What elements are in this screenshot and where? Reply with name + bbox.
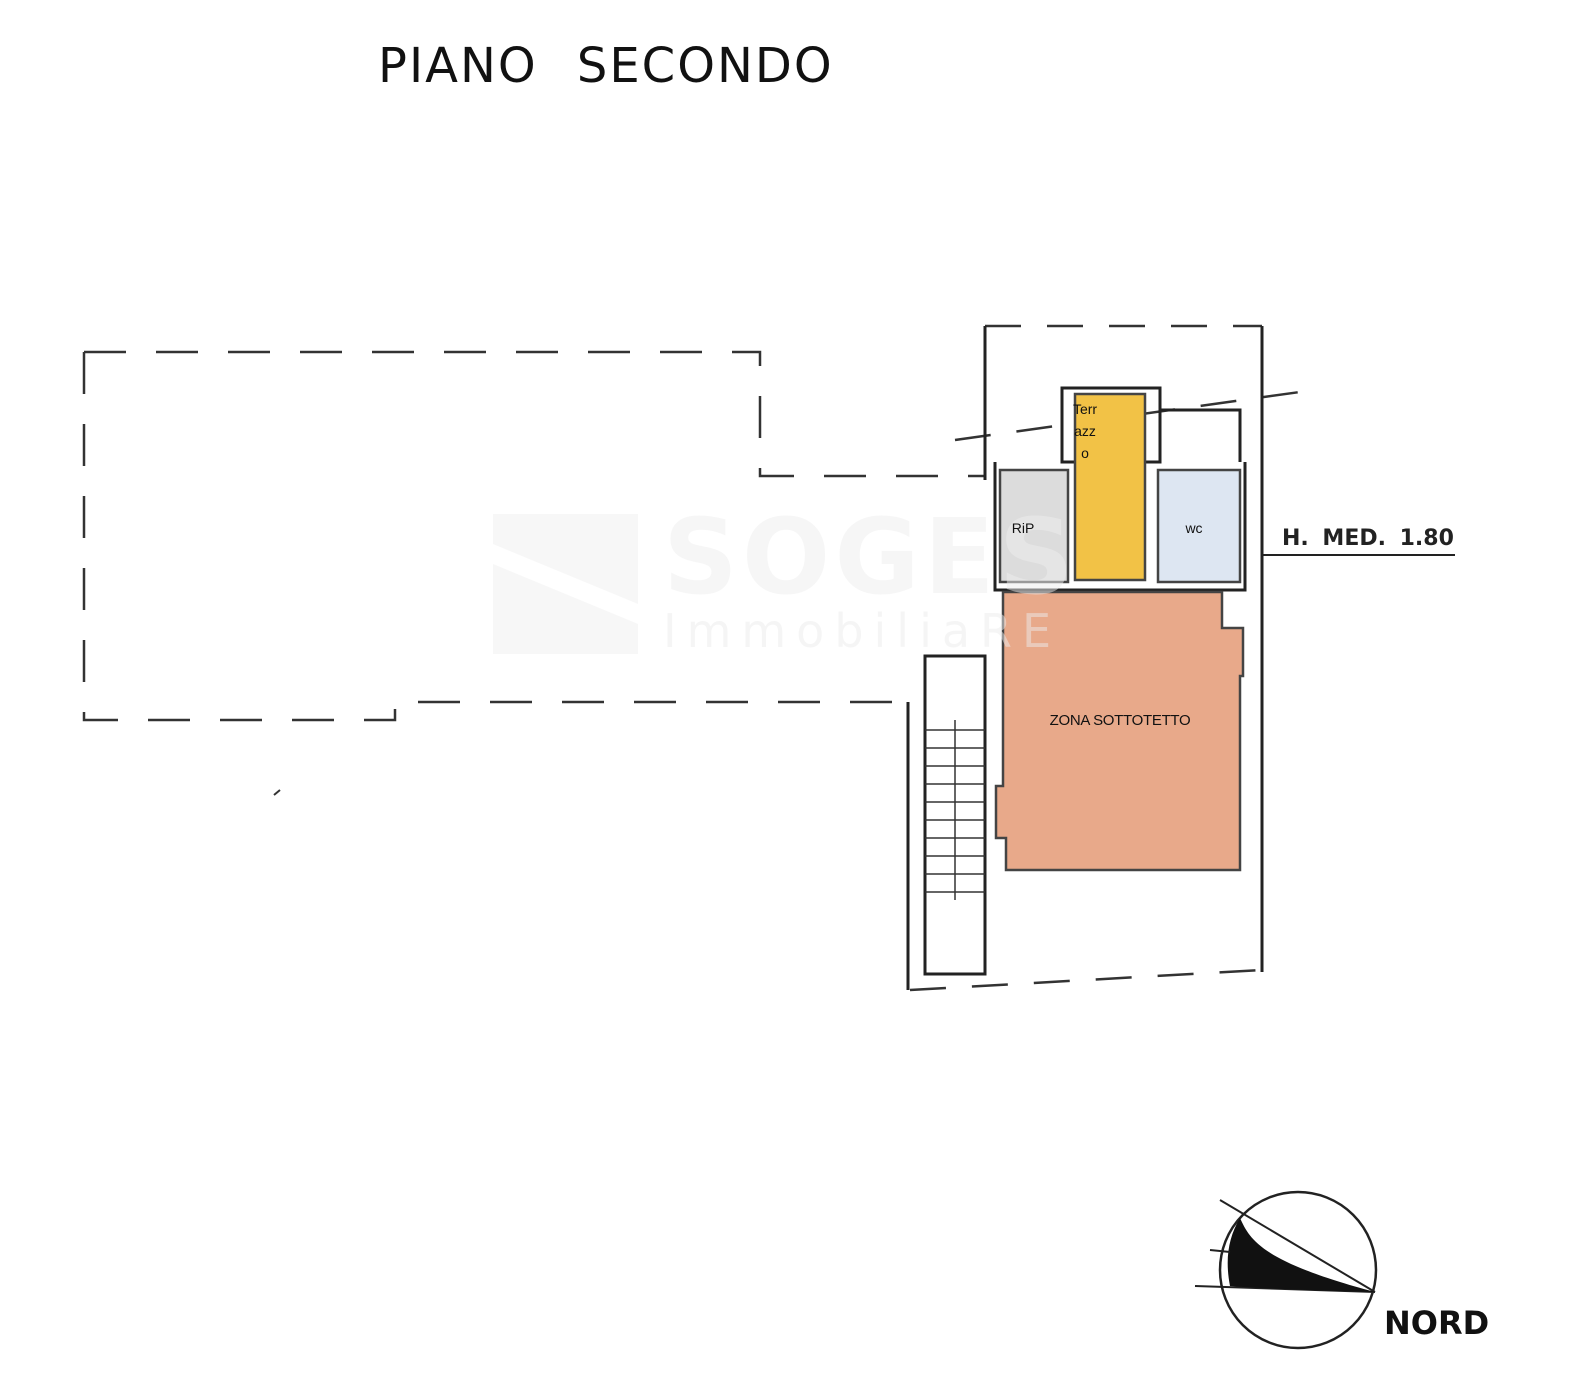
dashed-outline-right — [909, 324, 1301, 992]
north-label: NORD — [1384, 1304, 1490, 1342]
room-rip — [998, 468, 1070, 584]
label-terrazzo: Terrazzo — [1072, 401, 1098, 461]
label-rip: RiP — [1011, 520, 1035, 536]
watermark: SOGES ImmobiliaRE — [488, 492, 1074, 662]
label-wc: wc — [1185, 520, 1203, 536]
dashed-outline-left — [82, 350, 985, 722]
watermark-subtitle: ImmobiliaRE — [663, 604, 1062, 658]
room-wc — [1156, 468, 1242, 584]
staircase — [925, 720, 985, 900]
room-zona-sottotetto — [994, 590, 1245, 872]
label-zona-sottotetto: ZONA SOTTOTETTO — [1049, 712, 1191, 729]
stray-mark — [273, 789, 281, 796]
watermark-logo-icon — [493, 514, 638, 654]
room-terrazzo — [1073, 392, 1147, 582]
height-note: H. MED. 1.80 — [1282, 526, 1454, 551]
page-title: PIANO SECONDO — [378, 38, 834, 94]
north-compass — [1194, 1190, 1378, 1350]
watermark-brand: SOGES — [663, 496, 1078, 618]
